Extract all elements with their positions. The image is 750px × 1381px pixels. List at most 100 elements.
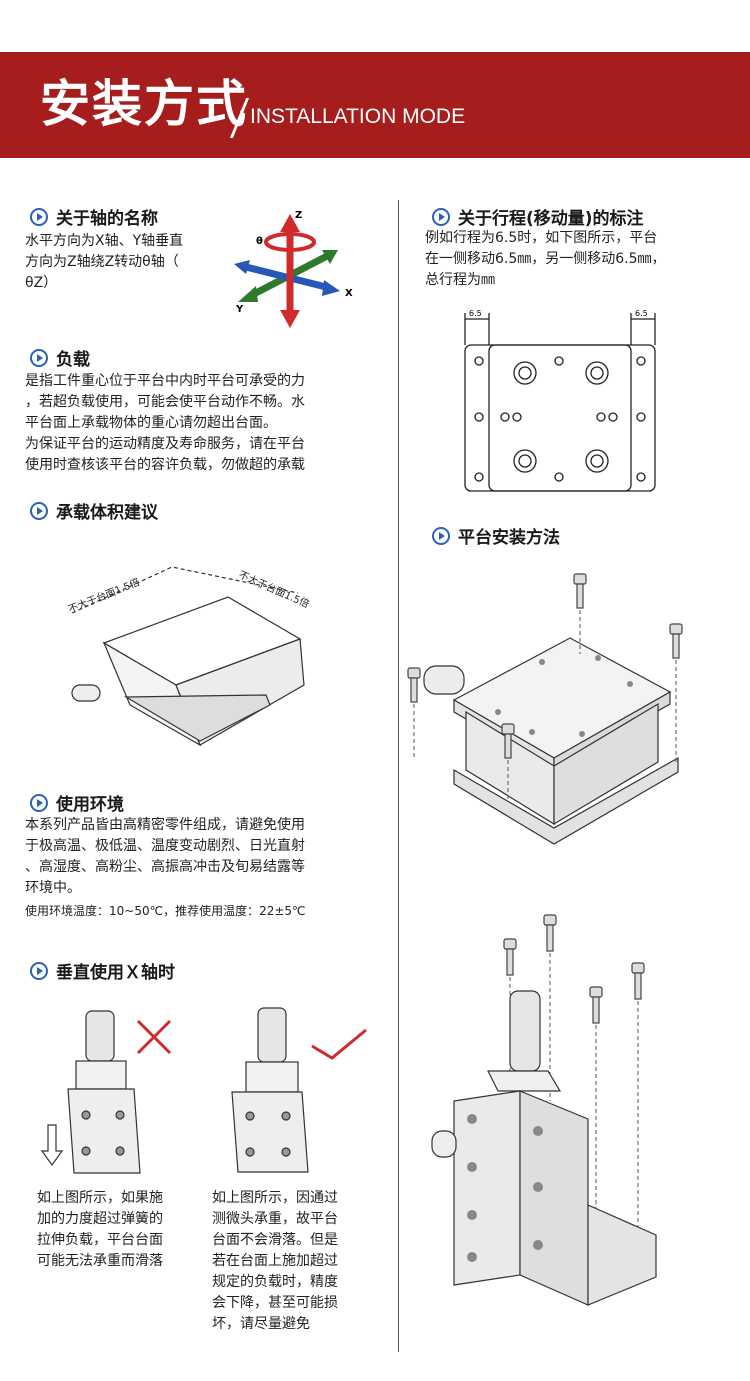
hole	[474, 356, 484, 366]
screw-hole	[245, 1147, 255, 1157]
install-heading: 平台安装方法	[432, 523, 560, 548]
volume-heading: 承载体积建议	[30, 498, 158, 523]
bad-line: 拉伸负载，平台台面	[37, 1232, 163, 1248]
vertical-bad-diagram	[40, 1010, 172, 1174]
screw-shaft	[672, 633, 680, 659]
good-line: 如上图所示，因通过	[212, 1190, 338, 1206]
screw-hole	[281, 1147, 291, 1157]
hole	[533, 1126, 543, 1136]
hole	[467, 1252, 477, 1262]
theta-rotation-icon	[264, 232, 316, 252]
header-banner: 安装方式 INSTALLATION MODE	[0, 52, 750, 158]
hole	[474, 472, 484, 482]
stroke-diagram: 6.5 6.5	[464, 309, 656, 492]
arrow-bullet-icon	[30, 207, 48, 226]
hole	[579, 731, 585, 737]
hole	[500, 412, 510, 422]
vertical-good-text: 如上图所示，因通过 测微头承重，故平台 台面不会滑落。但是 若在台面上施加超过 …	[212, 1188, 362, 1335]
x-axis-arrow	[241, 262, 331, 292]
hole	[467, 1210, 477, 1220]
arrow-bullet-icon	[30, 961, 48, 980]
axis-line: 方向为Z轴绕Z转动θ轴（	[25, 254, 179, 270]
page-title: 安装方式	[40, 75, 248, 133]
axis-description: 水平方向为X轴、Y轴垂直 方向为Z轴绕Z转动θ轴（ θZ）	[25, 231, 225, 294]
axis-line: θZ）	[25, 275, 58, 291]
hole	[474, 412, 484, 422]
screw-icon	[501, 723, 515, 735]
y-label: Y	[235, 304, 244, 315]
screw-shaft	[504, 733, 512, 759]
vertical-heading: 垂直使用Ｘ轴时	[30, 958, 175, 983]
screw-hole	[115, 1146, 125, 1156]
load-line: 使用时查核该平台的容许负载，勿做超的承载	[25, 457, 305, 473]
vertical-heading-text: 垂直使用Ｘ轴时	[56, 963, 175, 983]
arrow-bullet-icon	[30, 501, 48, 520]
stroke-line: 在一侧移动6.5㎜，另一侧移动6.5㎜，	[425, 251, 666, 267]
vertical-bad-text: 如上图所示，如果施 加的力度超过弹簧的 拉伸负载，平台台面 可能无法承重而滑落	[37, 1188, 187, 1272]
axis-heading: 关于轴的名称	[30, 204, 158, 229]
arrow-bullet-icon	[432, 207, 450, 226]
hole	[636, 412, 646, 422]
screw-shaft	[410, 677, 418, 703]
load-line: 平台面上承载物体的重心请勿超出台面。	[25, 415, 277, 431]
stroke-heading: 关于行程(移动量)的标注	[432, 204, 644, 229]
stage-plate	[67, 1088, 141, 1174]
env-line: 于极高温、极低温、温度变动剧烈、日光直射	[25, 838, 305, 854]
micrometer-head	[85, 1010, 115, 1062]
x-label: X	[345, 288, 353, 299]
good-line: 会下降，甚至可能损	[212, 1295, 338, 1311]
screw-shaft	[546, 924, 554, 952]
hole	[596, 412, 606, 422]
load-description: 是指工件重心位于平台中内时平台可承受的力 ，若超负载使用，可能会使平台动作不畅。…	[25, 371, 365, 476]
y-tail-head	[322, 250, 338, 264]
z-label: Z	[295, 210, 302, 221]
screw-icon	[503, 938, 517, 950]
hole	[554, 472, 564, 482]
dim-label-right: 6.5	[635, 309, 648, 318]
vertical-good-diagram	[231, 1007, 367, 1173]
env-heading-text: 使用环境	[56, 795, 124, 815]
horizontal-install-diagram	[407, 573, 683, 845]
axis-line: 水平方向为X轴、Y轴垂直	[25, 233, 184, 249]
good-line: 规定的负载时，精度	[212, 1274, 338, 1290]
stage-plate-front	[453, 1090, 521, 1286]
hole	[595, 655, 601, 661]
stroke-line: 例如行程为6.5时，如下图所示，平台	[425, 230, 658, 246]
stage-plate	[231, 1091, 309, 1173]
bad-line: 如上图所示，如果施	[37, 1190, 163, 1206]
screw-hole	[81, 1146, 91, 1156]
axis-heading-text: 关于轴的名称	[56, 209, 158, 229]
vertical-install-diagram	[431, 914, 657, 1306]
counterbore	[585, 361, 609, 385]
screw-icon	[669, 623, 683, 635]
screw-icon	[631, 962, 645, 974]
env-line: 环境中。	[25, 880, 81, 896]
hole	[533, 1182, 543, 1192]
counterbore-inner	[590, 366, 604, 380]
hole	[636, 356, 646, 366]
arrow-bullet-icon	[432, 526, 450, 545]
load-line: ，若超负载使用，可能会使平台动作不畅。水	[25, 394, 305, 410]
hole	[467, 1162, 477, 1172]
load-line: 为保证平台的运动精度及寿命服务，请在平台	[25, 436, 305, 452]
env-description: 本系列产品皆由高精密零件组成，请避免使用 于极高温、极低温、温度变动剧烈、日光直…	[25, 815, 365, 922]
hole	[495, 709, 501, 715]
stroke-description: 例如行程为6.5时，如下图所示，平台 在一侧移动6.5㎜，另一侧移动6.5㎜， …	[425, 228, 725, 291]
column-divider	[398, 200, 399, 1352]
hole	[608, 412, 618, 422]
axis-diagram: Z θ X Y	[234, 210, 353, 328]
stage-plate-base	[488, 344, 656, 492]
load-line: 是指工件重心位于平台中内时平台可承受的力	[25, 373, 305, 389]
down-arrow-icon	[40, 1124, 64, 1167]
dim-label-left: 6.5	[469, 309, 482, 318]
page-subtitle: INSTALLATION MODE	[250, 105, 466, 128]
x-tail-head	[234, 260, 250, 274]
stage-body	[123, 694, 271, 742]
hole	[636, 472, 646, 482]
hole	[533, 1240, 543, 1250]
counterbore-inner	[518, 366, 532, 380]
screw-shaft	[592, 996, 600, 1024]
volume-heading-text: 承载体积建议	[56, 503, 158, 523]
micrometer-knob	[423, 665, 465, 695]
y-arrowhead	[238, 286, 258, 302]
